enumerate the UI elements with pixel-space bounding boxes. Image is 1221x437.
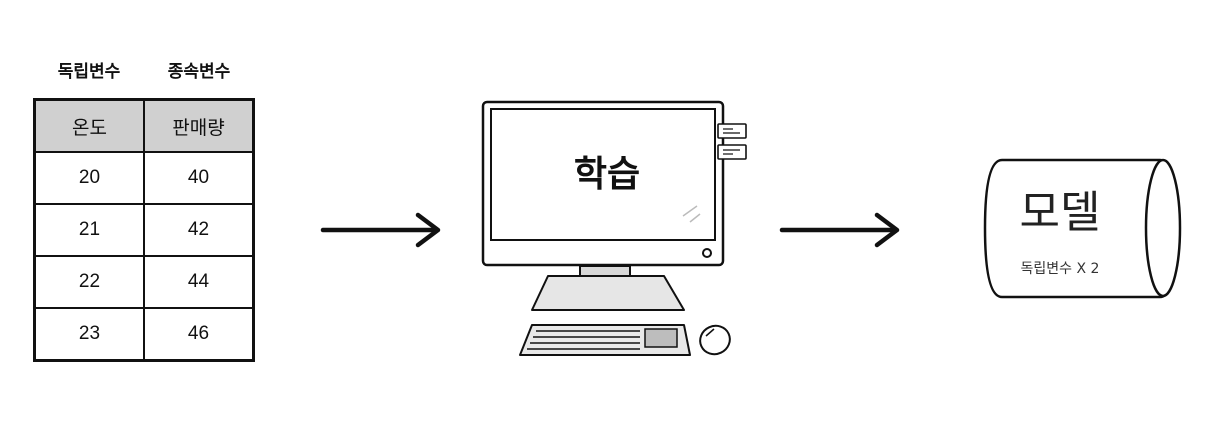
independent-variable-head: 독립변수 — [57, 62, 121, 82]
arrow-right-icon — [320, 212, 441, 248]
table-cell: 46 — [143, 307, 255, 362]
data-table: 온도 판매량 20 40 21 42 22 44 23 46 — [33, 98, 255, 362]
cylinder-icon — [983, 158, 1182, 299]
table-row: 21 42 — [33, 203, 255, 257]
keyboard-icon — [519, 324, 691, 356]
table-cell: 20 — [33, 151, 145, 205]
table-cell: 22 — [33, 255, 145, 309]
table-cell: 21 — [33, 203, 145, 257]
sticky-note-icon — [717, 123, 747, 139]
table-cell: 23 — [33, 307, 145, 362]
dependent-variable-head: 종속변수 — [167, 62, 231, 82]
table-cell: 42 — [143, 203, 255, 257]
arrow-right-icon — [779, 212, 900, 248]
column-header-temperature: 온도 — [33, 98, 145, 153]
model-subtitle: 독립변수 X 2 — [1020, 261, 1100, 277]
table-row: 23 46 — [33, 307, 255, 362]
table-row: 20 40 — [33, 151, 255, 205]
table-header-row: 온도 판매량 — [33, 98, 255, 153]
computer-icon — [481, 100, 725, 311]
learning-label: 학습 — [573, 154, 641, 195]
table-row: 22 44 — [33, 255, 255, 309]
column-header-sales: 판매량 — [143, 98, 255, 153]
mouse-icon — [699, 324, 731, 356]
table-cell: 40 — [143, 151, 255, 205]
model-title: 모델 — [1019, 187, 1101, 238]
table-variable-heads: 독립변수 종속변수 — [34, 57, 254, 82]
sticky-note-icon — [717, 144, 747, 160]
table-cell: 44 — [143, 255, 255, 309]
